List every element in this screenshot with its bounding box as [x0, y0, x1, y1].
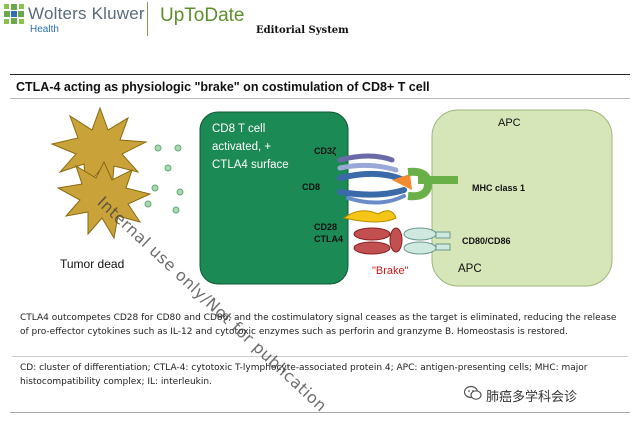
figure-title: CTLA-4 acting as physiologic "brake" on … — [16, 80, 430, 94]
wolters-kluwer-logo-icon — [4, 4, 24, 24]
title-divider — [10, 98, 630, 99]
ctla4-label: CTLA4 — [314, 234, 343, 244]
mhc-class-1 — [407, 167, 458, 201]
abbreviation-footnote: CD: cluster of differentiation; CTLA-4: … — [20, 363, 588, 387]
brand-subtitle: Health — [30, 24, 59, 35]
peptide-antigen — [392, 174, 412, 190]
ctla4-diagram: Tumor dead CD8 T cell activated, + CTLA4… — [50, 106, 613, 287]
tcell-label-line-1: CD8 T cell — [212, 123, 265, 135]
tumor-label: Tumor dead — [60, 257, 124, 271]
cd80-cd86-ligands — [403, 227, 451, 255]
tcell-label-line-2: activated, + — [212, 141, 271, 153]
figure-frame — [10, 74, 630, 413]
cytokine-dots — [144, 144, 184, 214]
cd3z-label: CD3ζ — [314, 146, 336, 156]
cd8-t-cell — [199, 111, 349, 285]
apc-top-label: APC — [498, 117, 521, 129]
cd80-label: CD80/CD86 — [462, 236, 511, 246]
apc-cell — [431, 109, 613, 287]
header: Wolters Kluwer Health UpToDate Editorial… — [0, 0, 640, 46]
wechat-account-name: 肺癌多学科会诊 — [486, 390, 578, 405]
tumor-cell-2 — [56, 160, 152, 240]
mhc-label: MHC class 1 — [472, 183, 525, 193]
cd28-label: CD28 — [314, 222, 337, 232]
cd28-receptor — [342, 210, 397, 223]
editorial-system-label: Editorial System — [256, 25, 349, 36]
cd8-label: CD8 — [302, 182, 320, 192]
brake-label: "Brake" — [372, 265, 409, 277]
ctla4-receptors — [353, 227, 403, 255]
figure-caption: CTLA4 outcompetes CD28 for CD80 and CD86… — [20, 313, 617, 337]
product-name: UpToDate — [160, 5, 245, 26]
wechat-icon — [464, 385, 482, 400]
apc-bottom-label: APC — [458, 263, 482, 275]
header-divider — [147, 2, 148, 36]
brand-name: Wolters Kluwer — [28, 4, 145, 23]
tcell-label-line-3: CTLA4 surface — [212, 159, 289, 171]
caption-divider — [12, 356, 628, 357]
